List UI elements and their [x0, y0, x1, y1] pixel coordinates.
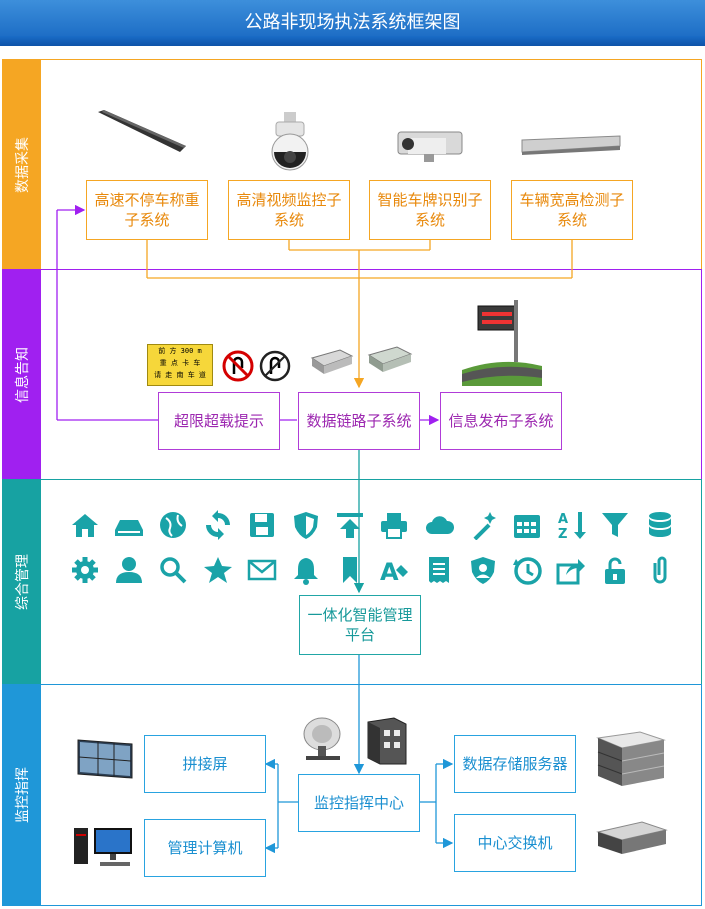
title-bar: 公路非现场执法系统框架图	[0, 0, 705, 46]
data-link-subsystem-box: 数据链路子系统	[298, 392, 420, 450]
star-icon	[203, 555, 233, 585]
user-icon	[114, 555, 144, 585]
core-switch-image	[596, 821, 668, 854]
overload-hint-box: 超限超载提示	[158, 392, 280, 450]
svg-text:A: A	[380, 558, 399, 585]
refresh-icon	[203, 510, 233, 540]
plate-recognition-box: 智能车牌识别子系统	[369, 180, 491, 240]
light-curtain-image	[521, 135, 621, 155]
database-icon	[645, 510, 675, 540]
storage-server-image	[596, 731, 666, 786]
band-label-collection: 数据采集	[3, 60, 41, 269]
sign-line: 前 方 300 m	[158, 347, 202, 355]
box-label: 拼接屏	[182, 755, 228, 773]
home-icon	[70, 510, 100, 540]
video-surveillance-box: 高清视频监控子系统	[228, 180, 350, 240]
sign-line: 请 走 南 车 道	[154, 371, 206, 379]
upload-icon	[335, 510, 365, 540]
monitoring-center-box: 监控指挥中心	[298, 774, 420, 832]
paperclip-icon	[645, 555, 675, 585]
bell-icon	[291, 555, 321, 585]
vms-board-image	[462, 300, 542, 386]
dome-camera-image	[271, 112, 309, 171]
share-icon	[556, 555, 586, 585]
history-icon	[512, 555, 542, 585]
computer-image	[74, 828, 132, 866]
box-label: 管理计算机	[167, 839, 243, 857]
weigh-subsystem-box: 高速不停车称重子系统	[86, 180, 208, 240]
bullet-camera-image	[397, 131, 463, 162]
svg-text:Z: Z	[558, 527, 567, 540]
width-height-detection-box: 车辆宽高检测子系统	[511, 180, 633, 240]
filter-icon	[600, 510, 630, 540]
mail-icon	[247, 555, 277, 585]
security-icon	[468, 555, 498, 585]
globe-icon	[158, 510, 188, 540]
switch-device-image	[367, 346, 413, 372]
data-storage-server-box: 数据存储服务器	[454, 735, 576, 793]
save-icon	[247, 510, 277, 540]
svg-text:A: A	[558, 512, 568, 527]
router-device-image	[310, 349, 354, 374]
receipt-icon	[424, 555, 454, 585]
box-label: 智能车牌识别子系统	[377, 191, 483, 229]
drive-icon	[114, 510, 144, 540]
satellite-dish-image	[303, 717, 341, 760]
splice-screen-box: 拼接屏	[144, 735, 266, 793]
band-label-notify: 信息告知	[3, 270, 41, 479]
box-label: 数据链路子系统	[306, 412, 412, 430]
central-switch-box: 中心交换机	[454, 814, 576, 872]
box-label: 一体化智能管理平台	[307, 606, 413, 644]
warning-sign-image: 前 方 300 m 重 点 卡 车 请 走 南 车 道	[147, 344, 213, 386]
shield-icon	[291, 510, 321, 540]
box-label: 高速不停车称重子系统	[94, 191, 200, 229]
band-label-command: 监控指挥	[3, 685, 41, 905]
management-computer-box: 管理计算机	[144, 819, 266, 877]
video-wall-image	[77, 739, 133, 779]
box-label: 车辆宽高检测子系统	[519, 191, 625, 229]
sign-line: 重 点 卡 车	[159, 359, 201, 367]
page-title: 公路非现场执法系统框架图	[244, 12, 461, 33]
calendar-icon	[512, 510, 542, 540]
no-uturn-sign-icon	[222, 350, 254, 382]
integrated-platform-box: 一体化智能管理平台	[299, 595, 421, 655]
info-publish-subsystem-box: 信息发布子系统	[440, 392, 562, 450]
server-cabinet-image	[367, 717, 407, 765]
magic-wand-icon	[468, 510, 498, 541]
band-label-management: 综合管理	[3, 480, 41, 684]
box-label: 中心交换机	[477, 834, 553, 852]
bookmark-icon	[335, 555, 365, 585]
weigh-sensor-bar-image	[98, 110, 186, 152]
box-label: 信息发布子系统	[448, 412, 554, 430]
band-info-notify: 信息告知	[2, 269, 702, 480]
cloud-icon	[424, 510, 454, 540]
gear-icon	[70, 555, 100, 585]
box-label: 超限超载提示	[173, 412, 264, 430]
printer-icon	[379, 510, 409, 540]
box-label: 高清视频监控子系统	[236, 191, 342, 229]
unlock-icon	[600, 555, 630, 585]
search-icon	[158, 555, 188, 585]
uturn-sign-icon	[259, 350, 291, 382]
font-icon: A	[379, 555, 409, 586]
box-label: 数据存储服务器	[462, 755, 568, 773]
box-label: 监控指挥中心	[313, 794, 404, 812]
